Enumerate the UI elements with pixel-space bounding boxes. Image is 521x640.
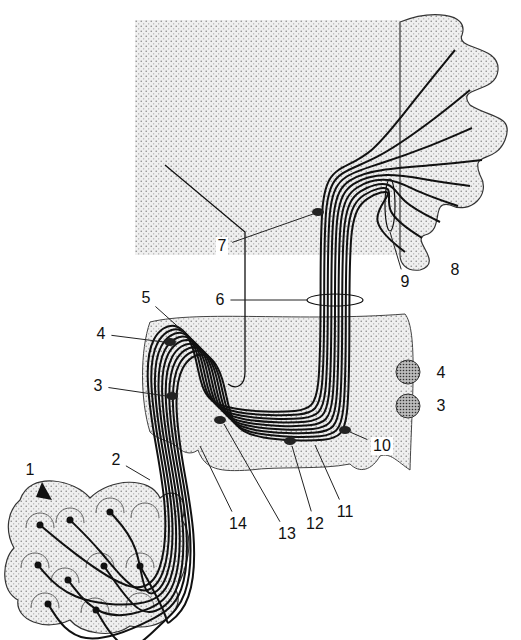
leader-line: [224, 424, 280, 522]
brainstem-outline: [143, 314, 414, 471]
cell-body: [35, 562, 42, 569]
pointer-arrowhead: [36, 482, 52, 500]
leader-line: [126, 466, 150, 480]
nucleus-section: [396, 394, 420, 418]
nerve-fiber: [48, 184, 440, 638]
folium-line: [131, 503, 159, 518]
folium-line: [21, 553, 49, 568]
bundle-ring: [385, 179, 395, 231]
nerve-fiber: [40, 50, 455, 587]
cell-body: [137, 563, 144, 570]
callout-number: 2: [110, 451, 123, 469]
leader-line: [108, 388, 166, 396]
cell-body: [93, 607, 100, 614]
nucleus-mark: [164, 338, 176, 346]
callout-number: 4: [435, 364, 448, 382]
cell-body: [37, 522, 44, 529]
leader-line: [350, 432, 367, 440]
folium-line: [31, 593, 59, 608]
callout-number: 14: [227, 515, 249, 533]
nucleus-section: [396, 360, 420, 384]
callout-number: 13: [276, 525, 298, 543]
thalamus-block: [135, 20, 400, 255]
cerebellum-outline: [5, 481, 189, 634]
leader-line: [230, 300, 307, 301]
cell-body: [65, 577, 72, 584]
callout-number: 10: [371, 437, 393, 455]
callout-number: 11: [335, 503, 356, 521]
folium-line: [26, 513, 54, 528]
nucleus-mark: [284, 437, 296, 445]
nerve-fiber: [104, 180, 458, 612]
thin-fiber: [165, 165, 245, 387]
callout-number: 6: [214, 291, 227, 309]
cell-body: [107, 509, 114, 516]
bundle-ring: [307, 294, 363, 306]
leader-line: [390, 232, 401, 269]
folium-line: [56, 508, 84, 523]
nerve-fiber: [140, 192, 405, 623]
callout-number: 12: [304, 515, 326, 533]
nerve-fiber: [96, 188, 422, 640]
leader-line: [232, 213, 316, 242]
cell-body: [45, 601, 52, 608]
callout-number: 9: [399, 273, 412, 291]
nerve-fiber: [38, 160, 482, 605]
nucleus-mark: [166, 392, 178, 400]
callout-number: 7: [216, 237, 229, 255]
callout-number: 3: [92, 377, 105, 395]
callout-number: 8: [449, 261, 462, 279]
cell-body: [67, 517, 74, 524]
nucleus-mark: [339, 426, 351, 434]
callout-number: 4: [95, 325, 108, 343]
callout-number: 3: [435, 397, 448, 415]
nucleus-mark: [214, 416, 226, 424]
cell-body: [101, 563, 108, 570]
leader-line: [292, 446, 311, 511]
nerve-fiber: [110, 128, 472, 593]
nerve-fiber: [70, 90, 470, 590]
leader-line: [315, 445, 339, 500]
nerve-fiber: [68, 175, 470, 615]
leader-line: [200, 446, 232, 512]
leader-line: [111, 335, 164, 342]
nucleus-mark: [312, 208, 324, 216]
callout-number: 5: [140, 289, 153, 307]
leader-line: [155, 306, 185, 333]
callout-number: 1: [24, 461, 37, 479]
folium-line: [51, 568, 79, 583]
